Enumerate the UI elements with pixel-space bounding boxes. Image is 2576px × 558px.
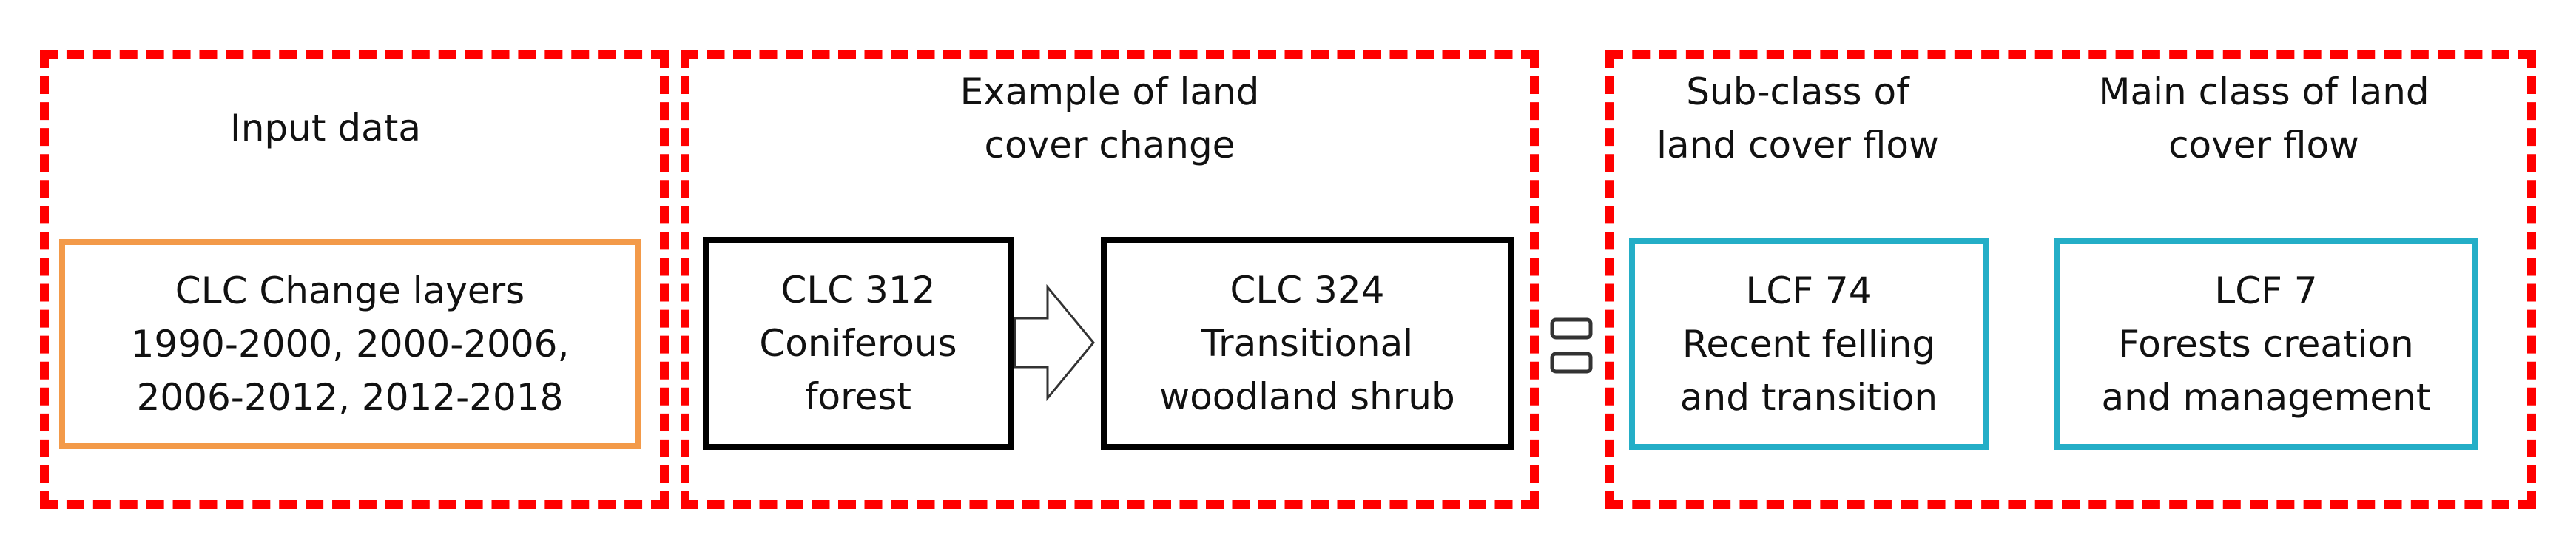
- lcf-7-line: Forests creation: [2118, 323, 2414, 366]
- clc-324-line: Transitional: [1201, 322, 1414, 365]
- example-change-caption-line: cover change: [984, 124, 1235, 167]
- lcf-7-line: and management: [2101, 376, 2431, 419]
- clc-change-layers-line: 1990-2000, 2000-2006,: [130, 323, 570, 366]
- clc-312-line: forest: [804, 375, 912, 418]
- main-class-caption-line: Main class of land: [2098, 70, 2430, 113]
- clc-312-box: CLC 312 Coniferous forest: [703, 237, 1014, 450]
- clc-312-line: Coniferous: [759, 322, 957, 365]
- land-cover-flow-group: [1605, 50, 2536, 509]
- equals-sign-icon: [1550, 317, 1593, 374]
- example-change-group: [681, 50, 1539, 509]
- clc-324-box: CLC 324 Transitional woodland shrub: [1101, 237, 1514, 450]
- main-class-caption-line: cover flow: [2168, 124, 2359, 167]
- sub-class-caption-line: Sub-class of: [1686, 70, 1909, 113]
- example-change-caption-line: Example of land: [960, 70, 1260, 113]
- main-class-caption: Main class of land cover flow: [2049, 65, 2478, 172]
- example-change-caption: Example of land cover change: [836, 65, 1383, 172]
- lcf-74-line: LCF 74: [1745, 269, 1872, 312]
- lcf-7-box: LCF 7 Forests creation and management: [2054, 238, 2478, 450]
- sub-class-caption-line: land cover flow: [1656, 124, 1939, 167]
- clc-change-layers-line: CLC Change layers: [175, 269, 525, 312]
- clc-324-line: woodland shrub: [1159, 375, 1455, 418]
- sub-class-caption: Sub-class of land cover flow: [1628, 65, 1968, 172]
- input-data-group: [40, 50, 669, 509]
- lcf-74-line: and transition: [1679, 376, 1938, 419]
- clc-change-layers-box: CLC Change layers 1990-2000, 2000-2006, …: [59, 239, 641, 449]
- lcf-74-box: LCF 74 Recent felling and transition: [1629, 238, 1989, 450]
- clc-312-line: CLC 312: [780, 269, 936, 312]
- lcf-7-line: LCF 7: [2214, 269, 2318, 312]
- lcf-74-line: Recent felling: [1682, 323, 1936, 366]
- input-data-caption-line: Input data: [230, 107, 421, 149]
- clc-change-layers-line: 2006-2012, 2012-2018: [136, 376, 564, 419]
- input-data-caption: Input data: [104, 101, 547, 155]
- hollow-right-arrow-icon: [1014, 283, 1095, 402]
- clc-324-line: CLC 324: [1230, 269, 1385, 312]
